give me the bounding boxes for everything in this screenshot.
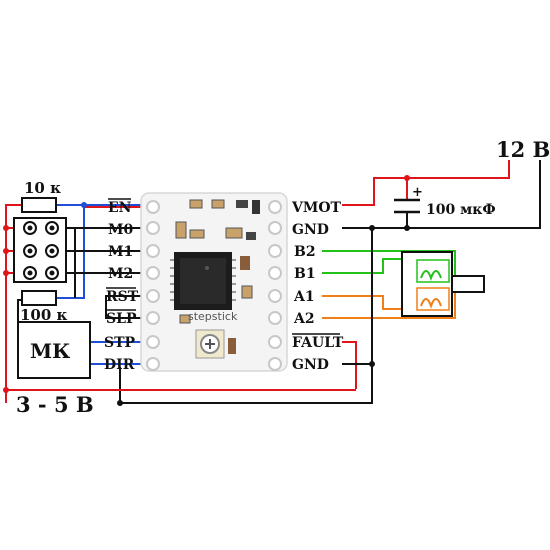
pin-m2: M2	[108, 266, 133, 282]
junction-dot	[404, 225, 410, 231]
mcu-block: МК	[17, 321, 91, 379]
junction-dot	[369, 225, 375, 231]
junction-dot	[117, 400, 123, 406]
resistor-bottom-label: 100 к	[20, 306, 68, 324]
wire-en	[56, 204, 141, 299]
board-silk: stepstick	[188, 310, 238, 323]
left-pin-labels: EN M0 M1 M2 RST SLP STP DIR	[104, 198, 139, 373]
junction-dot	[3, 387, 9, 393]
junction-dot	[3, 248, 9, 254]
pin-fault: FAULT	[292, 335, 344, 351]
pin-vmot: VMOT	[291, 200, 342, 216]
pin-gnd-top: GND	[292, 222, 329, 238]
resistor-top: 10 к	[21, 179, 61, 213]
wire-a1	[322, 295, 417, 310]
mcu-label: МК	[30, 339, 70, 363]
supply-3-5v-label: 3 - 5 В	[16, 392, 94, 417]
capacitor-polarity: +	[412, 185, 423, 200]
pin-gnd-bottom: GND	[292, 357, 329, 373]
wire-12v	[342, 160, 510, 206]
resistor-bottom: 100 к	[20, 290, 68, 324]
resistor-top-label: 10 к	[24, 179, 61, 197]
wire-fault	[342, 341, 357, 389]
right-pin-labels: VMOT GND B2 B1 A1 A2 FAULT GND	[291, 200, 344, 373]
junction-dot	[3, 225, 9, 231]
pin-dir: DIR	[104, 357, 135, 373]
wire-b1	[322, 258, 417, 274]
pin-rst: RST	[106, 289, 139, 305]
stepper-motor-icon	[401, 251, 485, 317]
jumper-header	[13, 217, 67, 283]
capacitor: + 100 мкФ	[394, 185, 496, 218]
capacitor-label: 100 мкФ	[426, 202, 496, 218]
junction-dot	[3, 270, 9, 276]
pin-m1: M1	[108, 244, 133, 260]
potentiometer-icon	[195, 329, 225, 359]
pin-b2: B2	[294, 244, 316, 260]
pin-stp: STP	[104, 335, 136, 351]
driver-board: stepstick	[140, 192, 288, 372]
pin-a2: A2	[293, 311, 315, 327]
junction-dot	[404, 175, 410, 181]
pin-en: EN	[108, 200, 132, 216]
junction-dot	[81, 202, 87, 208]
pin-slp: SLP	[106, 311, 137, 327]
junction-dot	[369, 361, 375, 367]
supply-12v-label: 12 В	[496, 137, 550, 162]
wire-rst-slp	[105, 295, 141, 319]
junction-dots	[3, 175, 410, 406]
pin-b1: B1	[294, 266, 316, 282]
pin-a1: A1	[293, 289, 315, 305]
pin-m0: M0	[108, 222, 133, 238]
wire-logic-gnd	[119, 364, 373, 404]
